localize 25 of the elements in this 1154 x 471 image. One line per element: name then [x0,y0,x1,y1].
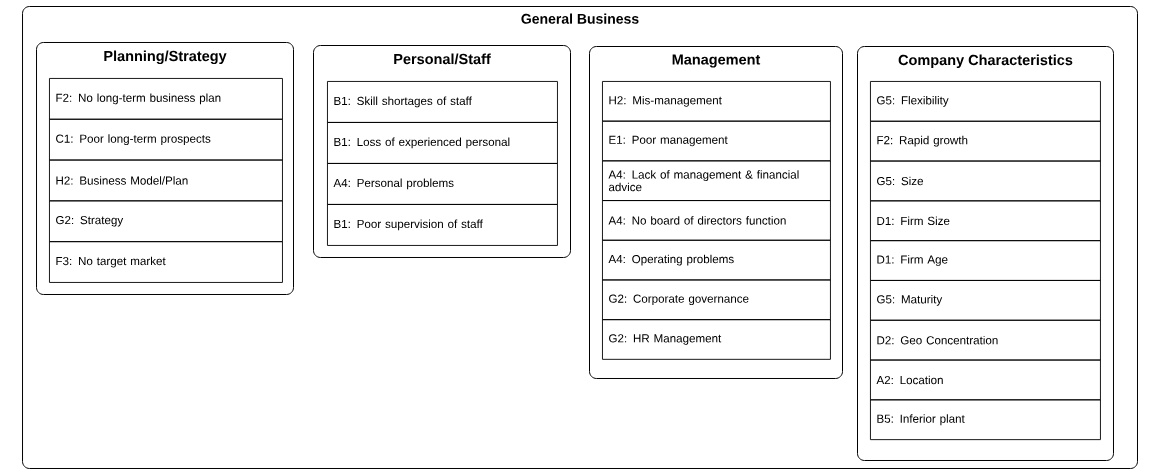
list-row: D1: Firm Age [870,240,1101,281]
list-row: B1: Loss of experienced personal [327,122,558,164]
list-row: D1: Firm Size [870,200,1101,242]
list-row: B1: Skill shortages of staff [327,81,558,123]
list-row: A4: Lack of management & financial advice [602,160,831,201]
list-row: B5: Inferior plant [870,399,1101,441]
list-row: G5: Size [870,160,1101,202]
list-row: D2: Geo Concentration [870,319,1101,361]
list-row: A2: Location [870,359,1101,401]
list-row: H2: Mis-management [602,81,831,122]
list-row: F2: No long-term business plan [49,78,283,120]
list-row: G2: HR Management [602,319,831,360]
list-row: A4: No board of directors function [602,200,831,241]
list-row: G5: Flexibility [870,81,1101,122]
list-row: F3: No target market [49,241,283,283]
list-row: E1: Poor management [602,120,831,162]
list-row: G2: Corporate governance [602,279,831,321]
list-row: A4: Operating problems [602,239,831,281]
list-row: A4: Personal problems [327,163,558,205]
list-row: C1: Poor long-term prospects [49,118,283,161]
list-row: G5: Maturity [870,280,1101,321]
list-row: F2: Rapid growth [870,120,1101,162]
list-row: H2: Business Model/Plan [49,159,283,202]
list-row: G2: Strategy [49,200,283,243]
list-row: B1: Poor supervision of staff [327,204,558,246]
